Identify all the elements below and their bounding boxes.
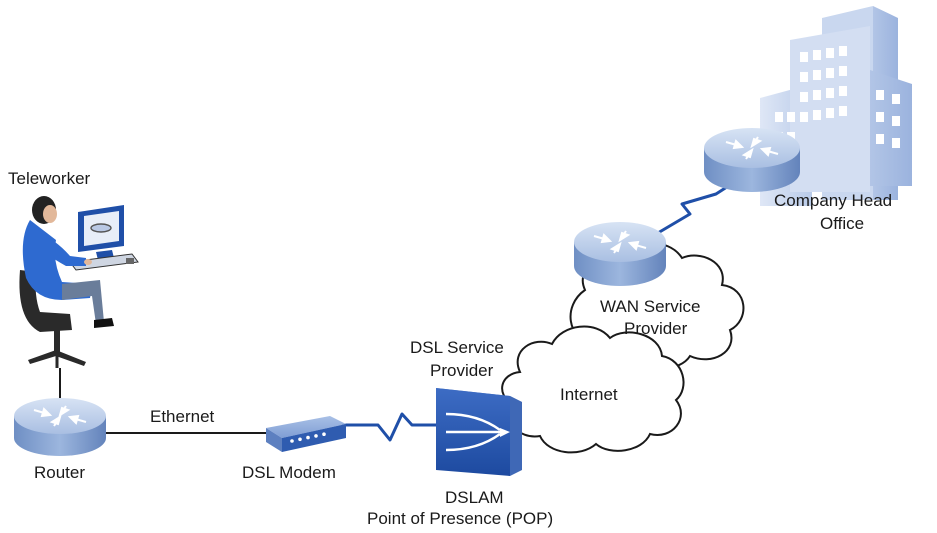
internet-label: Internet	[560, 385, 618, 404]
head-office-label-line1: Company Head	[774, 191, 893, 210]
router-label: Router	[34, 463, 86, 482]
dsl-modem-label: DSL Modem	[242, 463, 336, 482]
dsl-link	[342, 412, 440, 442]
dsl-provider-label-line2: Provider	[430, 361, 494, 380]
wan-provider-label-line1: WAN Service	[600, 297, 701, 316]
router-icon	[704, 128, 800, 192]
pop-label: Point of Presence (POP)	[367, 509, 554, 528]
ethernet-label: Ethernet	[150, 407, 215, 426]
router-icon	[574, 222, 666, 286]
dsl-provider-label-line1: DSL Service	[410, 338, 504, 357]
dsl-modem-icon	[266, 416, 346, 452]
teleworker-icon	[19, 196, 139, 368]
head-office-label-line2: Office	[820, 214, 865, 233]
wan-provider-label-line2: Provider	[624, 319, 688, 338]
router-icon	[14, 398, 106, 456]
dslam-label: DSLAM	[445, 488, 504, 507]
dslam-icon	[436, 388, 522, 476]
teleworker-label: Teleworker	[8, 169, 91, 188]
